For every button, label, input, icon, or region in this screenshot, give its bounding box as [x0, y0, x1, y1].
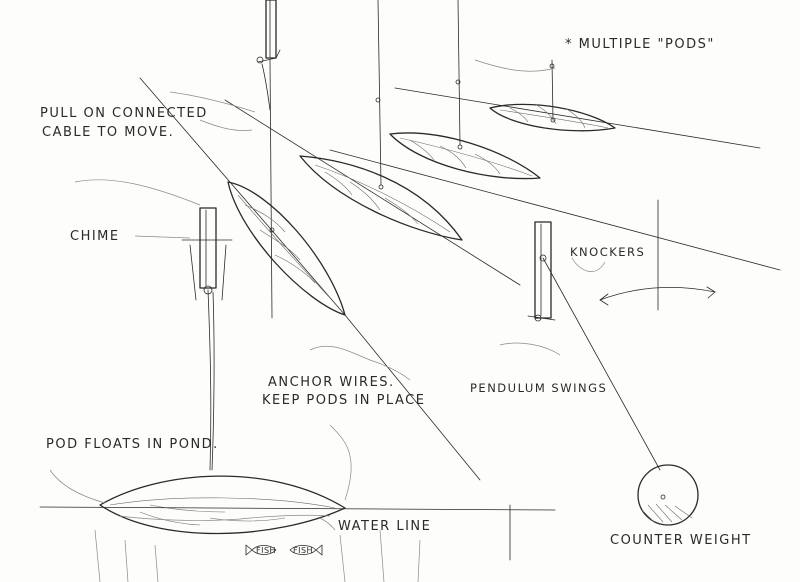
counter-weight-shading — [641, 503, 693, 524]
counter-weight-pin — [660, 494, 666, 500]
pod-2-seam — [314, 164, 451, 233]
fish-1-body — [251, 545, 277, 555]
anchor-wire-right — [329, 149, 781, 271]
pendulum-base — [527, 315, 556, 321]
fish-2: FISH — [289, 544, 323, 556]
top-chime-string — [261, 63, 271, 111]
fish-2-label: FISH — [293, 546, 313, 555]
cable-pod-2 — [377, 0, 382, 186]
annotations: * MULTIPLE "PODS" PULL ON CONNECTED CABL… — [40, 37, 752, 548]
pod-4-seam — [499, 109, 609, 129]
pond-pod-assembly — [99, 207, 346, 535]
water-depth-strokes — [94, 529, 421, 582]
swing-arrow-right — [706, 286, 716, 299]
leader-lines — [49, 59, 606, 531]
anchor-wire-top — [394, 87, 761, 149]
fish-2-tail — [315, 544, 323, 556]
label-knockers: KNOCKERS — [570, 245, 645, 259]
cable-knot — [375, 97, 381, 103]
pod-3-body — [389, 132, 541, 180]
cable-knot — [549, 63, 555, 69]
label-pull-cable-line1: PULL ON CONNECTED — [40, 106, 208, 121]
cable-pod-1 — [269, 59, 273, 319]
pod-2-shading — [324, 171, 419, 225]
fish-1: FISH — [245, 544, 277, 556]
top-chime-bracket — [257, 49, 281, 63]
pod-1-body — [227, 181, 346, 316]
label-anchor-wires-line2: KEEP PODS IN PLACE — [262, 393, 425, 408]
leader-pod-floats — [49, 469, 106, 504]
top-chime-knocker — [256, 56, 264, 64]
pond-pod-seam — [109, 497, 336, 509]
pod-3 — [389, 132, 541, 180]
water-ripple — [119, 514, 331, 521]
pond-chime-tube — [199, 207, 217, 289]
anchor-wire-sketch — [169, 91, 256, 113]
leader-anchor-lower — [329, 424, 352, 501]
pod-2-hook — [378, 184, 384, 190]
pod-1 — [227, 181, 346, 316]
suspension-cables — [269, 0, 555, 319]
fish: FISH FISH — [245, 544, 323, 556]
cable-knot — [455, 79, 461, 85]
top-chime-tube — [265, 0, 277, 59]
leader-multiple-pods — [474, 59, 556, 72]
label-pull-cable-line2: CABLE TO MOVE. — [42, 125, 174, 140]
anchor-wires — [139, 77, 781, 481]
anchor-wire-middle — [224, 99, 521, 286]
pod-4-hook — [550, 117, 556, 123]
pendulum-arm — [542, 257, 661, 471]
label-chime: CHIME — [70, 229, 120, 244]
pond-water — [39, 504, 556, 582]
pond-pod-stalk — [207, 289, 212, 471]
pod-4 — [489, 103, 616, 132]
leader-pull-cable — [199, 119, 253, 131]
cable-pod-3 — [457, 0, 461, 146]
leader-anchor-wires — [309, 345, 411, 381]
pond-pod-shading — [139, 504, 286, 526]
pod-1-seam — [237, 194, 331, 299]
fish-1-tail — [245, 544, 253, 556]
pod-3-hook — [457, 144, 463, 150]
pod-2 — [299, 155, 463, 241]
label-pendulum-swings: PENDULUM SWINGS — [470, 381, 607, 395]
cable-pod-4 — [551, 59, 554, 121]
pond-chime-frame — [189, 244, 227, 301]
label-anchor-wires-line1: ANCHOR WIRES. — [268, 375, 395, 390]
swing-arc — [599, 287, 716, 301]
swing-arrow-left — [599, 293, 609, 306]
anchor-wire-left — [139, 77, 346, 316]
label-multiple-pods: * MULTIPLE "PODS" — [565, 37, 715, 52]
pods — [227, 103, 616, 316]
water-line — [39, 506, 556, 511]
pod-3-seam — [399, 137, 533, 177]
pod-4-shading — [509, 103, 586, 129]
leader-chime — [134, 235, 191, 239]
anchor-wire-left-lower — [344, 314, 481, 481]
label-pod-floats: POD FLOATS IN POND. — [46, 437, 219, 452]
leader-water-line — [319, 517, 336, 531]
pond-pod-stalk-2 — [211, 291, 215, 471]
pendulum-assembly — [527, 199, 716, 526]
pod-4-body — [489, 103, 616, 132]
pod-2-body — [299, 155, 463, 241]
leader-pendulum — [499, 342, 561, 356]
pod-1-hook — [269, 227, 275, 233]
counter-weight-disc — [637, 464, 699, 526]
knocker-top — [539, 254, 547, 262]
pod-1-shading — [244, 204, 316, 284]
leader-knockers — [571, 257, 606, 272]
top-chime — [256, 0, 281, 111]
fish-1-label: FISH — [256, 546, 276, 555]
leader-chime-upper — [74, 179, 201, 206]
pond-pod-body — [99, 475, 346, 535]
pod-3-shading — [409, 139, 501, 175]
label-counter-weight: COUNTER WEIGHT — [610, 533, 752, 548]
label-water-line: WATER LINE — [338, 519, 431, 534]
pendulum-chime-tube — [534, 221, 552, 319]
